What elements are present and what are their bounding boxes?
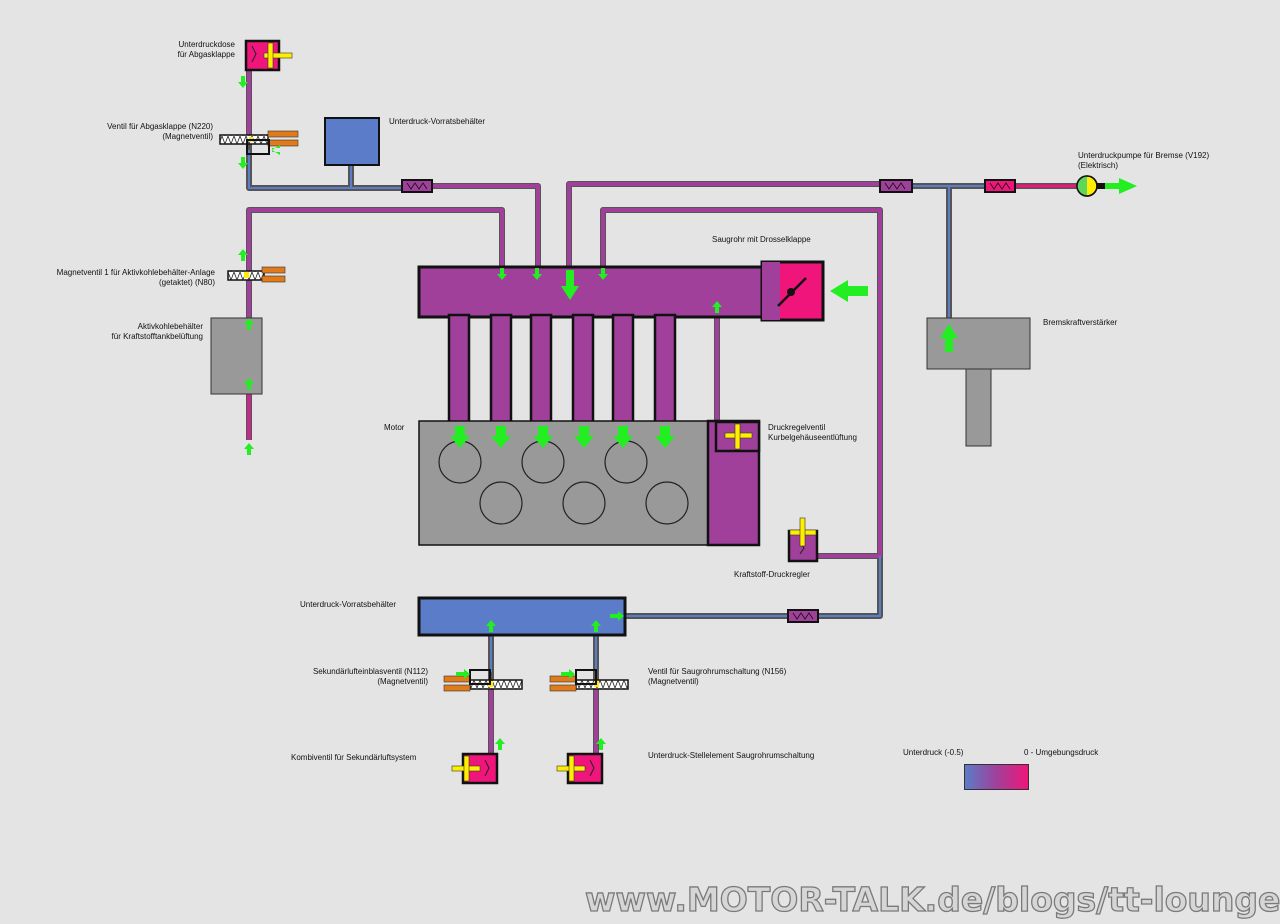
pcv-valve (714, 420, 761, 453)
vacuum-reservoir-top (324, 117, 380, 166)
label-vacuum-reservoir-top: Unterdruck-Vorratsbehälter (389, 117, 486, 126)
flow-arrows (238, 76, 1137, 750)
intake-runner-actuator (556, 752, 604, 785)
brake-booster (926, 317, 1031, 447)
check-valves (401, 179, 1016, 623)
exhaust-flap-valve (219, 130, 299, 155)
label-brake-booster: Bremskraftverstärker (1043, 318, 1118, 327)
carbon-canister-valve (227, 266, 286, 283)
label-engine: Motor (384, 423, 405, 432)
legend-ambient-label: 0 - Umgebungsdruck (1024, 748, 1099, 757)
fuel-pressure-regulator (787, 517, 819, 563)
label-exhaust-flap-actuator: Unterdruckdose für Abgasklappe (177, 40, 235, 59)
label-intake-manifold: Saugrohr mit Drosselklappe (712, 235, 811, 244)
intake-manifold (417, 260, 825, 425)
label-carbon-canister-valve: Magnetventil 1 für Aktivkohlebehälter-An… (56, 268, 215, 287)
secondary-air-valve (443, 669, 523, 692)
legend-gradient-bar (964, 764, 1029, 790)
legend-vacuum-label: Unterdruck (-0.5) (903, 748, 964, 757)
label-intake-runner-valve: Ventil für Saugrohrumschaltung (N156) (M… (648, 667, 787, 686)
label-intake-runner-actuator: Unterdruck-Stellelement Saugrohrumschalt… (648, 751, 815, 760)
label-secondary-air-valve: Sekundärlufteinblasventil (N112) (Magnet… (312, 667, 428, 686)
hose-network (246, 40, 1080, 755)
secondary-air-combi-valve (451, 752, 499, 785)
label-carbon-canister: Aktivkohlebehälter für Kraftstofftankbel… (111, 322, 203, 341)
label-vacuum-reservoir-bottom: Unterdruck-Vorratsbehälter (300, 600, 397, 609)
watermark: www.MOTOR-TALK.de/blogs/tt-lounge (584, 879, 1280, 919)
brake-vacuum-pump (1076, 175, 1105, 197)
label-fuel-pressure-regulator: Kraftstoff-Druckregler (734, 570, 810, 579)
intake-runner-valve (549, 669, 629, 692)
exhaust-flap-actuator (244, 39, 293, 72)
label-secondary-air-combi-valve: Kombiventil für Sekundärluftsystem (291, 753, 417, 762)
carbon-canister (210, 317, 263, 395)
label-pcv-valve: Druckregelventil Kurbelgehäuseentlüftung (768, 423, 857, 442)
label-brake-pump: Unterdruckpumpe für Bremse (V192) (Elekt… (1078, 151, 1210, 170)
label-exhaust-flap-valve: Ventil für Abgasklappe (N220) (Magnetven… (107, 122, 213, 141)
vacuum-reservoir-bottom (417, 596, 627, 637)
